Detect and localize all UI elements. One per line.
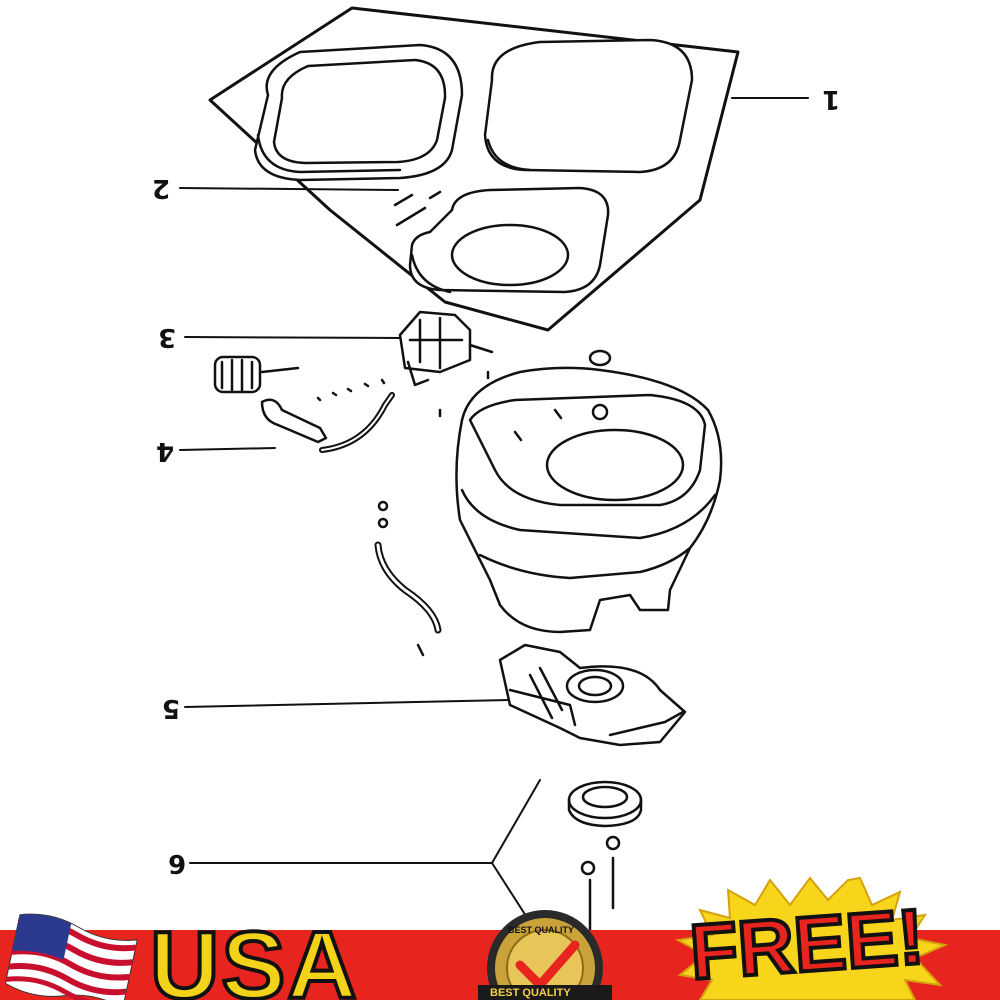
- starburst-icon: [674, 876, 949, 1000]
- pedal-and-hose: [260, 370, 490, 453]
- seal-and-bolts: [567, 780, 643, 932]
- flush-mechanism: [213, 310, 494, 394]
- leader-lines: [179, 97, 809, 931]
- badge-bottom-text: BEST QUALITY: [490, 987, 571, 999]
- seat-lid-panel: [208, 6, 740, 332]
- valve-assembly: [498, 643, 687, 747]
- usa-text: USA: [148, 912, 359, 1000]
- us-flag-icon: [4, 913, 138, 1000]
- toilet-bowl: [455, 349, 723, 634]
- best-quality-badge-icon: [478, 910, 612, 1000]
- free-shipping-text: FREE!: [685, 890, 929, 998]
- badge-top-text: BEST QUALITY: [508, 925, 575, 935]
- water-line: [374, 500, 442, 657]
